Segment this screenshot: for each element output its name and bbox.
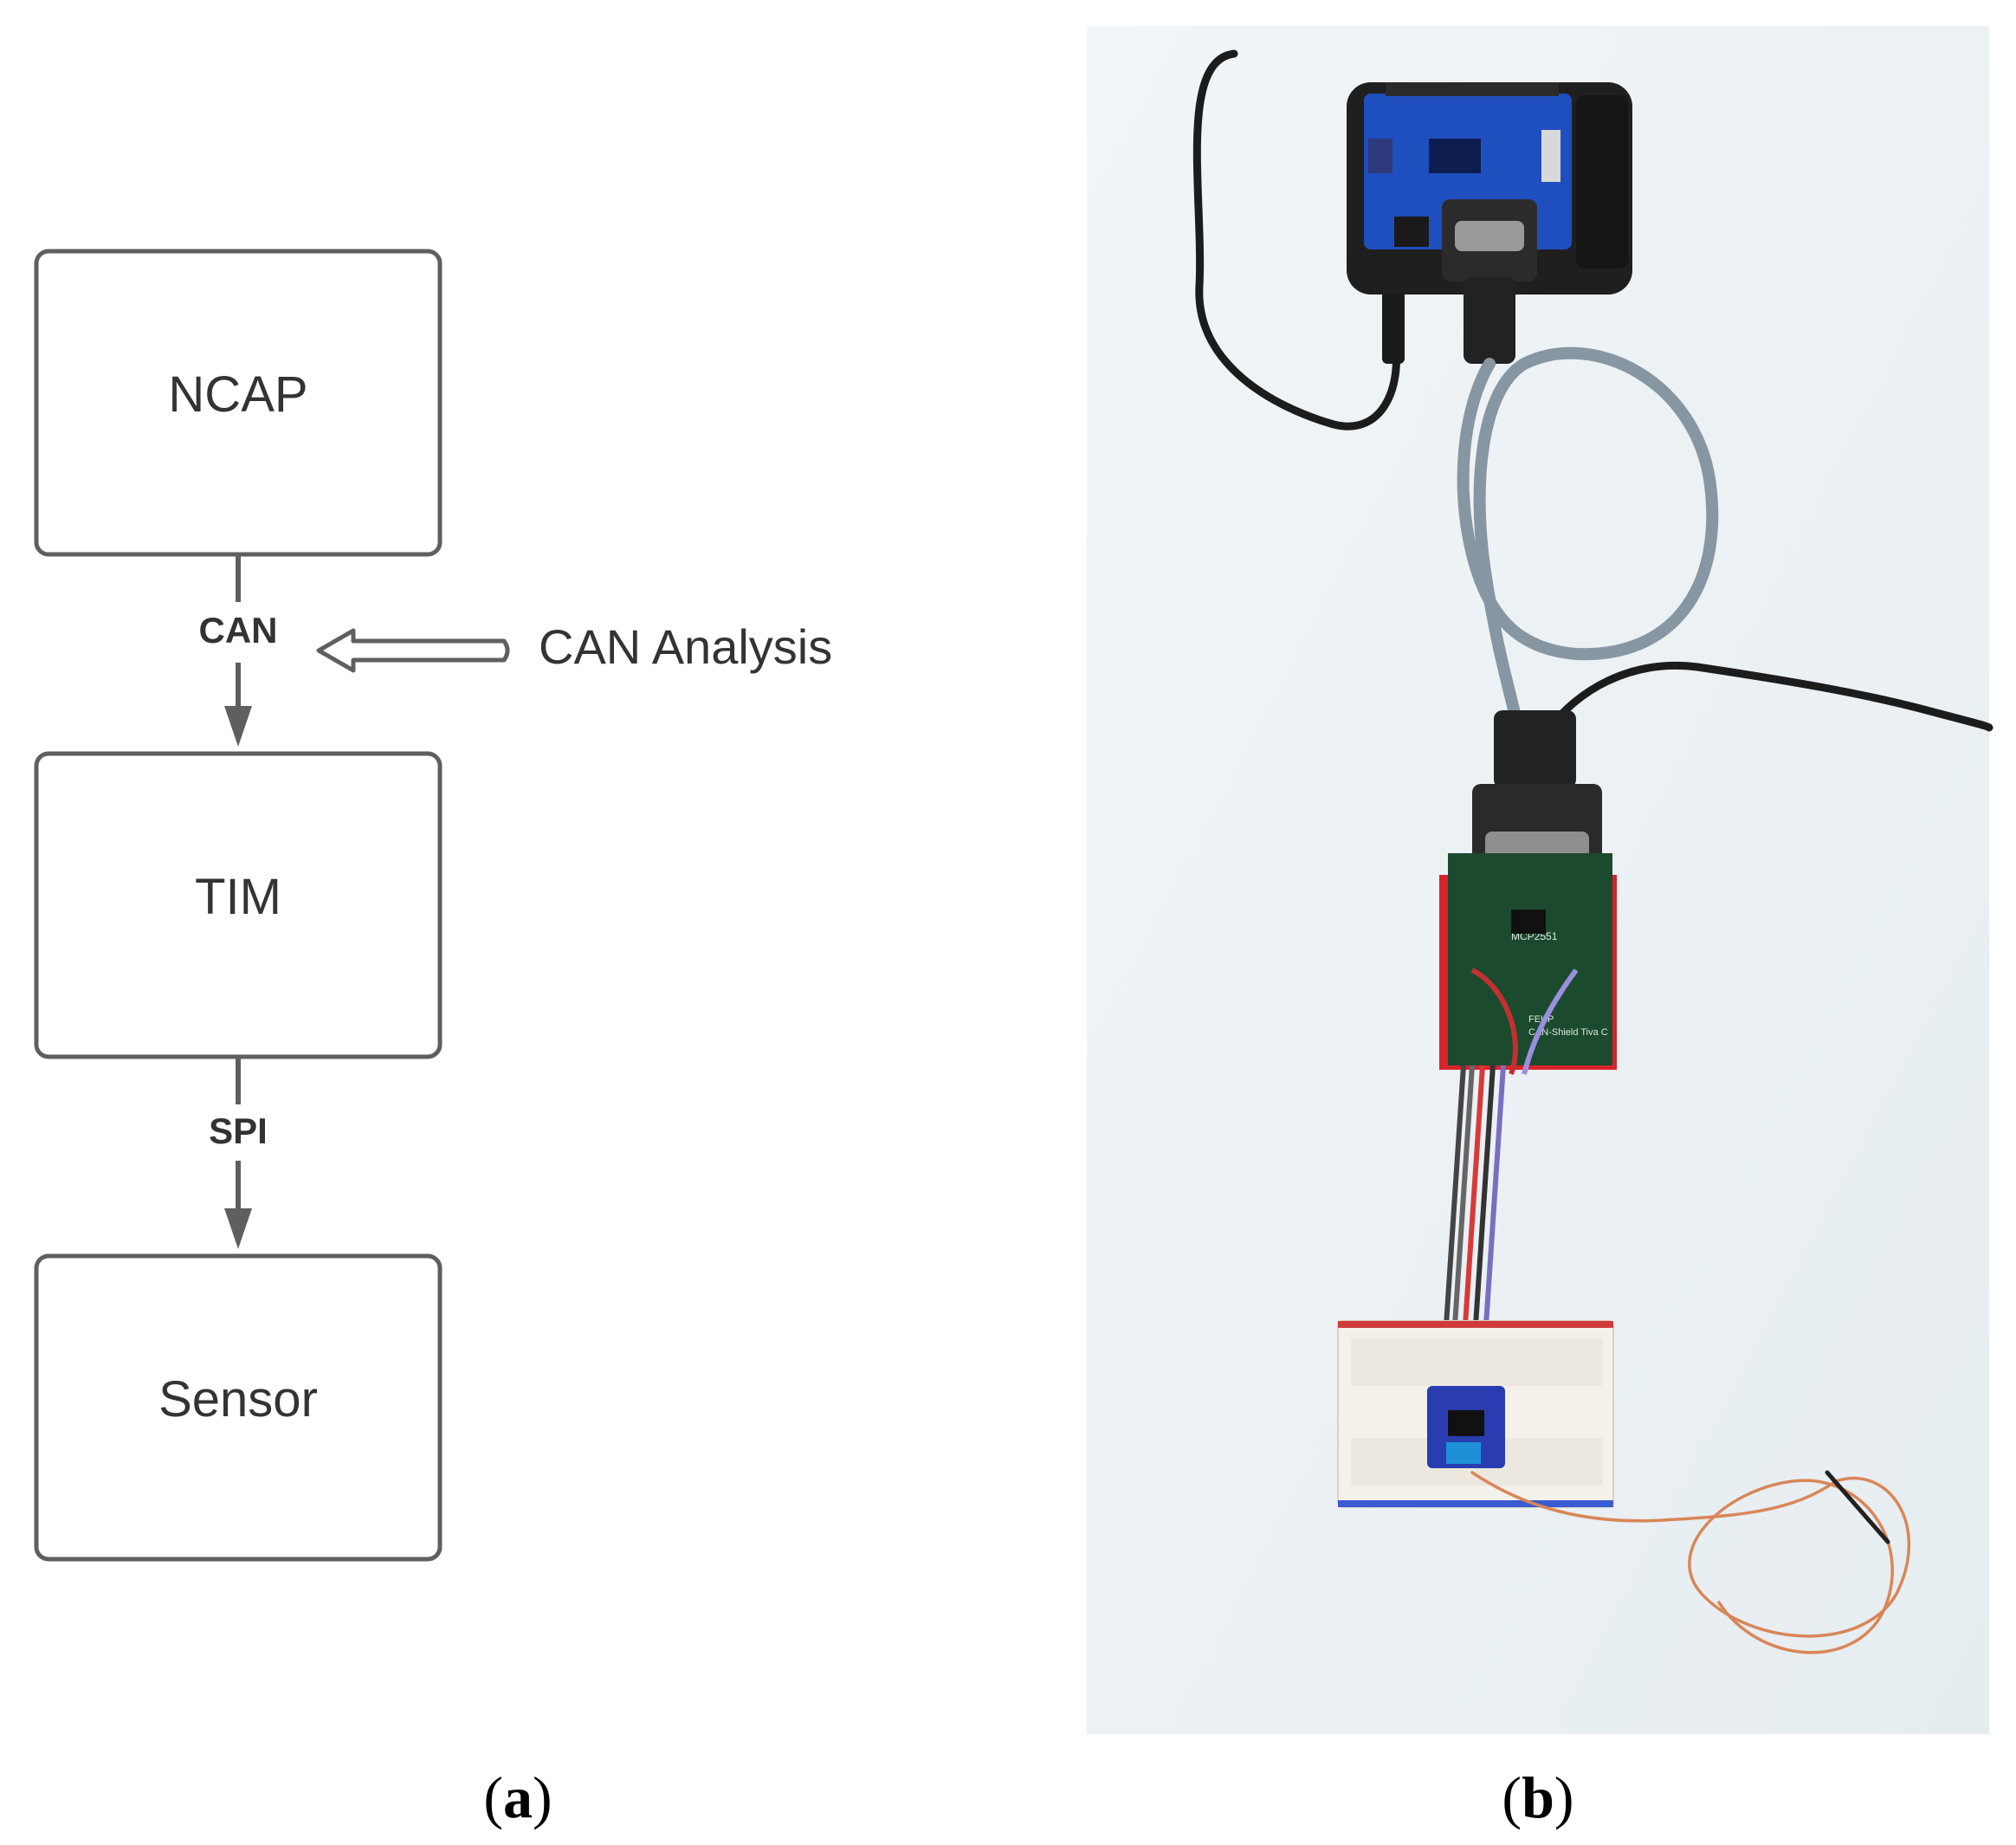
thermocouple-wire bbox=[1470, 1471, 1911, 1654]
svg-text:(a): (a) bbox=[483, 1764, 552, 1830]
sensor-breakout-board bbox=[1427, 1386, 1505, 1468]
black-power-cable-right bbox=[1546, 662, 1993, 732]
caption-a: (a) bbox=[483, 1764, 552, 1830]
spi-link: SPI bbox=[209, 1058, 268, 1249]
svg-text:(b): (b) bbox=[1502, 1764, 1573, 1830]
tim-label: TIM bbox=[195, 869, 281, 925]
tim-block: TIM bbox=[34, 751, 443, 1059]
grey-can-cable bbox=[1457, 346, 1719, 742]
can-shield-arduino: MCP2551 FEUP CAN-Shield Tiva C bbox=[1439, 853, 1617, 1070]
sensor-block: Sensor bbox=[34, 1253, 443, 1562]
db9-connector-top bbox=[1442, 199, 1537, 364]
caption-b: (b) bbox=[1502, 1764, 1573, 1830]
spi-link-label: SPI bbox=[209, 1110, 268, 1151]
caption-a-close-paren: ) bbox=[533, 1764, 552, 1830]
ribbon-wires bbox=[1442, 968, 1579, 1352]
ncap-block: NCAP bbox=[34, 249, 443, 557]
caption-a-open-paren: ( bbox=[483, 1764, 503, 1830]
panel-b-hardware-photo: MCP2551 FEUP CAN-Shield Tiva C bbox=[1087, 26, 1993, 1734]
caption-b-close-paren: ) bbox=[1554, 1764, 1574, 1830]
spi-arrowhead bbox=[224, 1208, 252, 1249]
can-analysis-arrow: CAN Analysis bbox=[316, 619, 832, 674]
can-link-label: CAN bbox=[199, 610, 278, 651]
can-analysis-label: CAN Analysis bbox=[539, 619, 832, 674]
caption-b-open-paren: ( bbox=[1502, 1764, 1522, 1830]
sensor-label: Sensor bbox=[158, 1371, 318, 1427]
caption-a-letter: a bbox=[503, 1764, 533, 1830]
can-link: CAN bbox=[199, 556, 278, 747]
black-power-cable-top bbox=[1192, 49, 1400, 430]
caption-b-letter: b bbox=[1522, 1764, 1554, 1830]
can-shield-label: CAN-Shield Tiva C bbox=[1528, 1027, 1608, 1038]
can-arrowhead bbox=[224, 706, 252, 747]
panel-a-block-diagram: NCAP CAN CAN Analysis TIM SPI bbox=[34, 249, 832, 1562]
ncap-label: NCAP bbox=[168, 366, 307, 423]
